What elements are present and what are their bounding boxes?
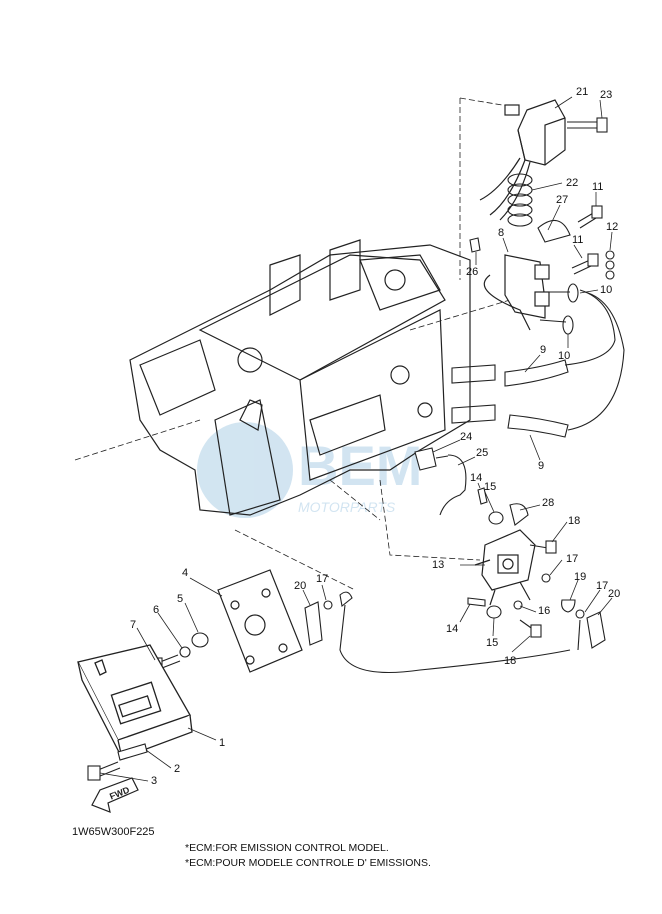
spark-plugs — [451, 364, 496, 424]
callout-14-b: 14 — [446, 623, 458, 635]
gasket-4 — [217, 569, 303, 673]
fwd-arrow-icon: FWD — [91, 777, 139, 813]
callout-23: 23 — [600, 89, 612, 101]
callout-15-a: 15 — [484, 481, 496, 493]
leader-lines — [74, 97, 521, 591]
callout-18-a: 18 — [568, 515, 580, 527]
callout-14-a: 14 — [470, 472, 482, 484]
callout-17-c: 17 — [316, 573, 328, 585]
bolt-23 — [567, 117, 608, 133]
callout-7: 7 — [130, 619, 136, 631]
callout-15-b: 15 — [486, 637, 498, 649]
callout-13: 13 — [432, 559, 444, 571]
ecm-note-en: *ECM:FOR EMISSION CONTROL MODEL. — [185, 842, 389, 854]
callout-20-b: 20 — [294, 580, 306, 592]
clamp-27 — [537, 219, 571, 243]
callout-20-a: 20 — [608, 588, 620, 600]
callout-26: 26 — [466, 266, 478, 278]
callout-3: 3 — [151, 775, 157, 787]
callout-25: 25 — [476, 447, 488, 459]
callout-10-a: 10 — [600, 284, 612, 296]
terminal-set-right — [561, 599, 606, 651]
callout-16: 16 — [538, 605, 550, 617]
thermo-switch-24 — [414, 447, 449, 471]
ht-leads — [504, 283, 625, 438]
callout-12: 12 — [606, 221, 618, 233]
drawing-code: 1W65W300F225 — [72, 826, 155, 838]
callout-numbers: 21 23 22 11 27 12 8 11 26 10 10 9 24 25 … — [130, 86, 620, 787]
terminal-set-left — [304, 591, 571, 673]
ecm-note-fr: *ECM:POUR MODELE CONTROLE D' EMISSIONS. — [185, 857, 431, 869]
callout-11-b: 11 — [572, 234, 583, 246]
engine-block — [129, 239, 471, 516]
callout-2: 2 — [174, 763, 180, 775]
callout-10-b: 10 — [558, 350, 570, 362]
callout-5: 5 — [177, 593, 183, 605]
cdi-unit-1 — [77, 644, 193, 759]
control-unit-21 — [479, 99, 566, 221]
terminal-26 — [469, 237, 481, 253]
callout-19: 19 — [574, 571, 586, 583]
callout-17-a: 17 — [566, 553, 578, 565]
callout-8: 8 — [498, 227, 504, 239]
callout-9-a: 9 — [540, 344, 546, 356]
relay-hardware — [467, 487, 557, 638]
starter-relay-13 — [474, 529, 536, 606]
callout-11-a: 11 — [592, 181, 603, 193]
callout-27: 27 — [556, 194, 568, 206]
callout-28: 28 — [542, 497, 554, 509]
callout-21: 21 — [576, 86, 588, 98]
bolts-11 — [571, 205, 615, 280]
callout-9-b: 9 — [538, 460, 544, 472]
collar-bolt-2-3 — [87, 743, 148, 781]
watermark-subtitle: MOTORPARTS — [298, 499, 396, 515]
callout-17-b: 17 — [596, 580, 608, 592]
callout-22: 22 — [566, 177, 578, 189]
ignition-coil — [483, 254, 550, 331]
callout-1: 1 — [219, 737, 225, 749]
callout-4: 4 — [182, 567, 188, 579]
callout-18-b: 18 — [504, 655, 516, 667]
coil-wire-22 — [507, 173, 533, 227]
callout-6: 6 — [153, 604, 159, 616]
callout-leaders — [99, 96, 613, 782]
cap-25 — [439, 454, 467, 516]
watermark-brand: BEM — [298, 434, 422, 497]
callout-24: 24 — [460, 431, 472, 443]
